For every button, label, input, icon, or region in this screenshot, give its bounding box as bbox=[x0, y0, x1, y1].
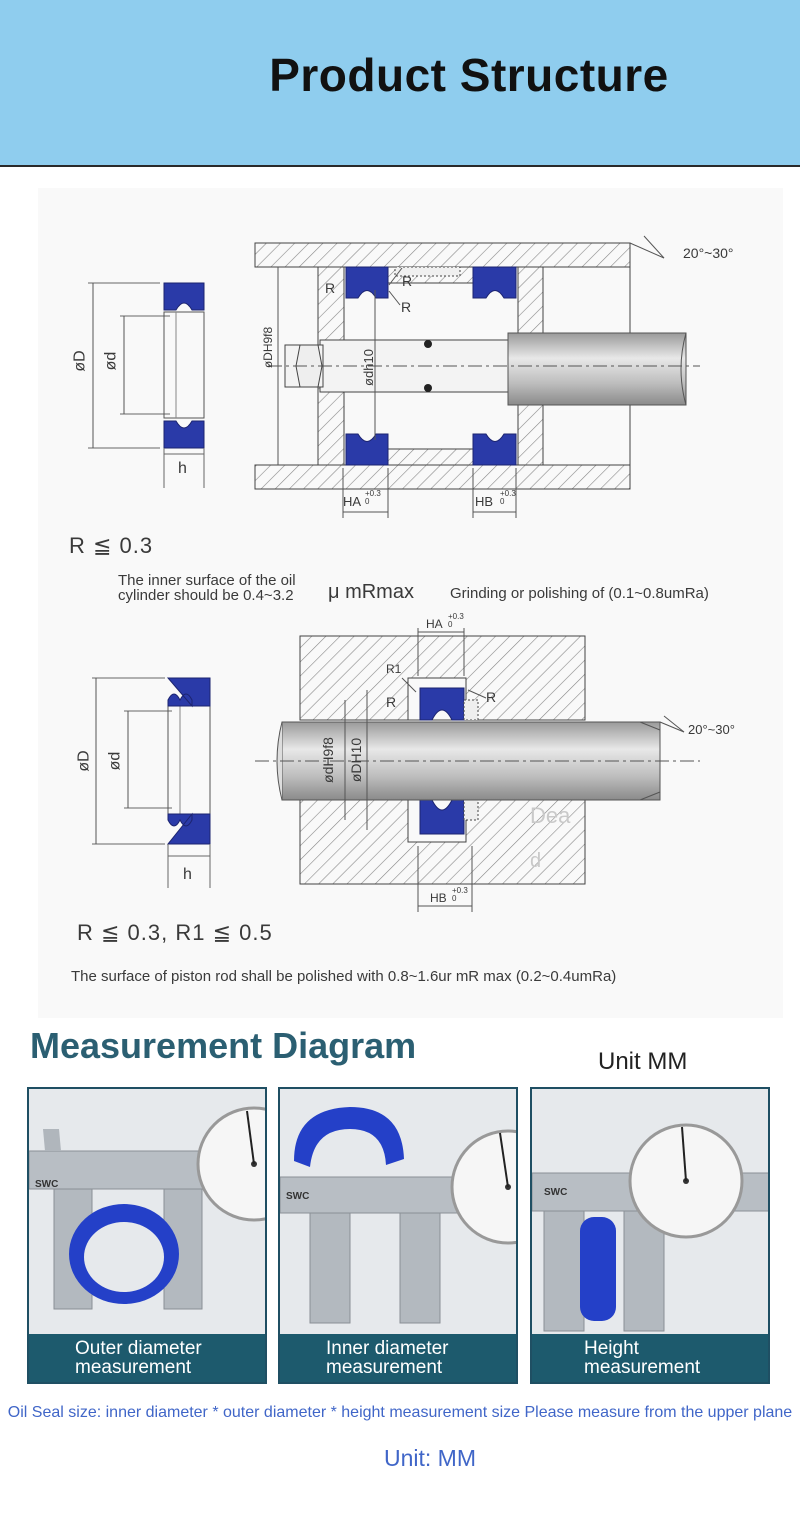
height-h-label-1: h bbox=[178, 460, 187, 477]
bore-DH-label: øDH9f8 bbox=[261, 326, 276, 369]
radius-mark-2: R bbox=[402, 273, 413, 289]
radius-mark-3: R bbox=[401, 299, 412, 315]
caliper-brand: SWC bbox=[544, 1187, 568, 1198]
diameter-d-label-2: ød bbox=[106, 751, 124, 771]
inner-diameter-photo: SWC Inner diameter measurement bbox=[278, 1087, 518, 1384]
caption-line2: measurement bbox=[326, 1357, 443, 1378]
inner-diameter-caption: Inner diameter measurement bbox=[280, 1334, 516, 1382]
cylinder-assembly bbox=[254, 235, 700, 518]
surface-note-line2: cylinder should be 0.4~3.2 bbox=[118, 587, 294, 604]
caliper-brand: SWC bbox=[35, 1179, 59, 1190]
ha-label-1: HA bbox=[343, 494, 362, 509]
grinding-note: Grinding or polishing of (0.1~0.8umRa) bbox=[450, 585, 709, 602]
radius-r1-mark: R1 bbox=[386, 662, 402, 676]
caliper-image bbox=[280, 1089, 516, 1339]
ha-tolerance-1: +0.3 0 bbox=[365, 489, 381, 506]
caliper-image bbox=[29, 1089, 265, 1339]
rod-surface-note: The surface of piston rod shall be polis… bbox=[71, 968, 617, 985]
rod-dH-label: ødH9f8 bbox=[319, 737, 336, 783]
measurement-title: Measurement Diagram bbox=[30, 1025, 417, 1066]
roughness-note: μ mRmax bbox=[328, 581, 414, 603]
radius-note-2: R ≦ 0.3, R1 ≦ 0.5 bbox=[77, 920, 273, 945]
hb-label-1: HB bbox=[475, 494, 494, 509]
hb-label-2: HB bbox=[430, 891, 447, 905]
caption-line2: measurement bbox=[75, 1357, 192, 1378]
chamfer-angle-label-1: 20°~30° bbox=[683, 245, 734, 261]
header-banner: Product Structure bbox=[0, 0, 800, 167]
seal-profile-1 bbox=[88, 282, 205, 488]
hb-tolerance-1: +0.3 0 bbox=[500, 489, 516, 506]
ha-label-2: HA bbox=[426, 617, 443, 631]
caliper-brand: SWC bbox=[286, 1191, 310, 1202]
caption-line1: Outer diameter bbox=[75, 1338, 202, 1359]
diameter-D-label-1: øD bbox=[71, 350, 89, 372]
ha-tolerance-2: +0.3 0 bbox=[448, 612, 464, 629]
height-h-label-2: h bbox=[183, 866, 192, 883]
watermark-d: d bbox=[530, 850, 542, 872]
bore-DH-label-2: øDH10 bbox=[348, 737, 365, 783]
caliper-image bbox=[532, 1089, 768, 1339]
page-title: Product Structure bbox=[269, 49, 669, 101]
diameter-d-label-1: ød bbox=[102, 351, 120, 371]
rod-gland-assembly bbox=[255, 628, 700, 912]
radius-mark-left: R bbox=[386, 694, 397, 710]
caption-line1: Height bbox=[584, 1338, 639, 1359]
caption-line1: Inner diameter bbox=[326, 1338, 449, 1359]
footer-unit: Unit: MM bbox=[384, 1445, 476, 1471]
radius-mark-1: R bbox=[325, 280, 336, 296]
rod-dh-label: ødh10 bbox=[360, 349, 376, 386]
height-photo: SWC Height measurement bbox=[530, 1087, 770, 1384]
outer-diameter-caption: Outer diameter measurement bbox=[29, 1334, 265, 1382]
caption-line2: measurement bbox=[584, 1357, 701, 1378]
outer-diameter-photo: SWC Outer diameter measurement bbox=[27, 1087, 267, 1384]
hb-tolerance-2: +0.3 0 bbox=[452, 886, 468, 903]
height-caption: Height measurement bbox=[532, 1334, 768, 1382]
diameter-D-label-2: øD bbox=[75, 750, 93, 772]
unit-label: Unit MM bbox=[598, 1048, 688, 1075]
radius-note-1: R ≦ 0.3 bbox=[69, 533, 154, 558]
seal-profile-2 bbox=[92, 677, 211, 888]
watermark-dea: Dea bbox=[530, 803, 571, 828]
surface-note-line1: The inner surface of the oil bbox=[118, 572, 296, 589]
cylinder-seal-diagram bbox=[88, 235, 700, 912]
radius-mark-right: R bbox=[486, 689, 497, 705]
measurement-instructions: Oil Seal size: inner diameter * outer di… bbox=[7, 1404, 793, 1421]
chamfer-angle-label-2: 20°~30° bbox=[688, 722, 735, 737]
